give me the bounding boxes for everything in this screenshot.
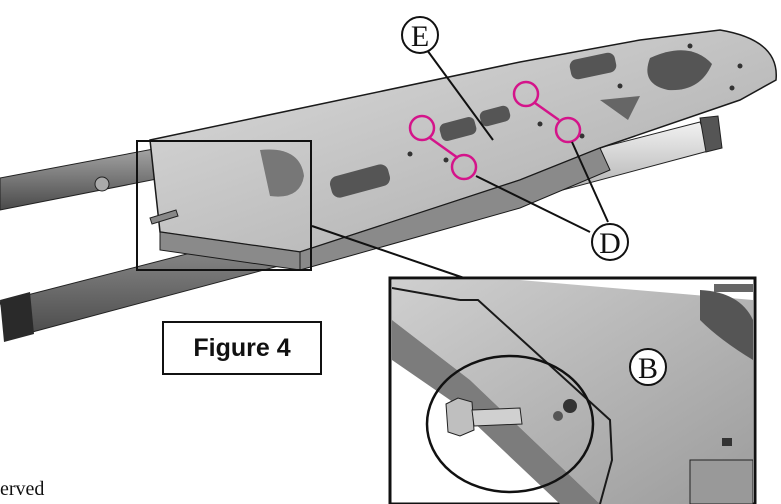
- callout-d-hole-markers: [408, 80, 582, 181]
- callout-d-label: D: [599, 227, 621, 260]
- callout-b-label: B: [638, 352, 658, 385]
- callout-e: E: [401, 16, 439, 54]
- hole-marker-3: [512, 80, 540, 108]
- hole-marker-2: [450, 153, 478, 181]
- callout-b: B: [629, 348, 667, 386]
- hole-marker-4: [554, 116, 582, 144]
- bolt: [445, 397, 523, 437]
- callout-d: D: [591, 223, 629, 261]
- bolt-highlight-circle: [425, 354, 595, 494]
- inset-detail-view: [388, 276, 757, 504]
- main-plate: [94, 29, 777, 271]
- figure-label: Figure 4: [162, 321, 322, 375]
- footer-text-fragment: erved: [0, 478, 45, 500]
- hole-marker-1: [408, 114, 436, 142]
- detail-region-box: [136, 140, 312, 271]
- hole-marker-connectors: [429, 101, 560, 160]
- callout-e-label: E: [411, 20, 429, 53]
